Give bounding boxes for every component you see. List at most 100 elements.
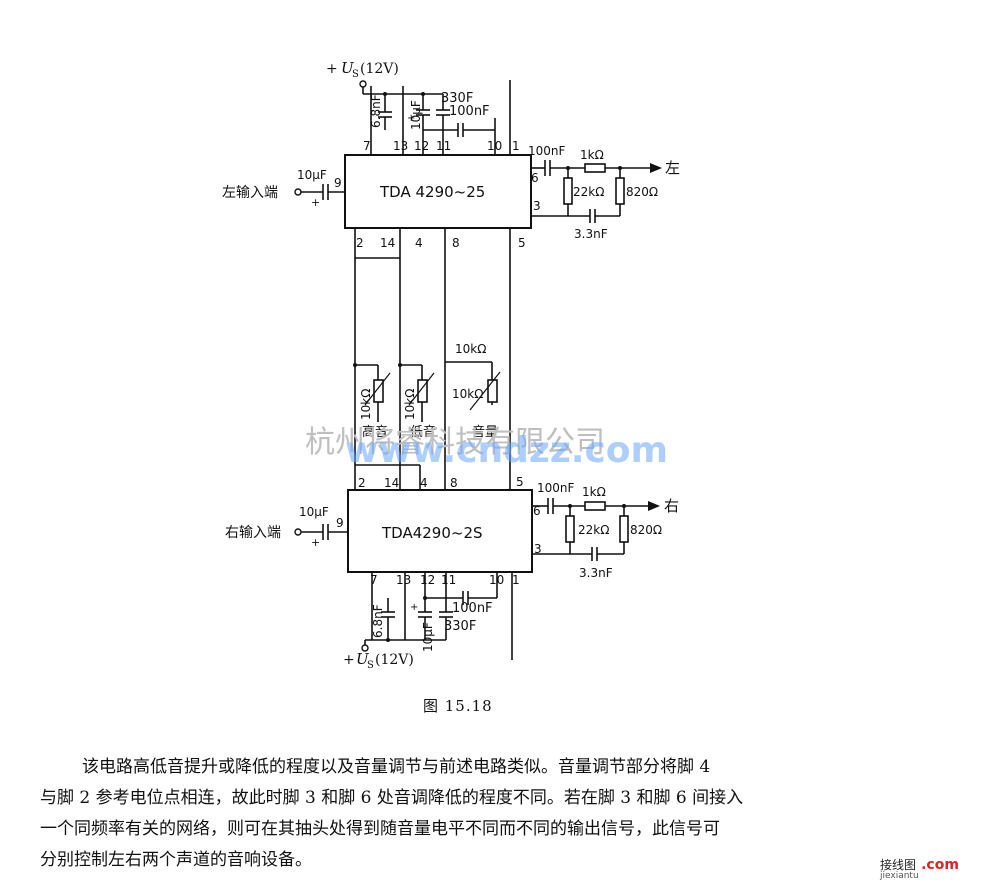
cap-10u-top-plus: + [407,113,415,124]
pin-10-bottom: 10 [489,573,504,587]
left-input-terminal [294,188,302,196]
site-logo-com: .com [921,857,959,873]
pot-volume [487,379,498,403]
top-chip-top-pins [370,80,511,155]
cap-100n-top-label: 100nF [449,104,490,119]
cap-input-right-plus: + [311,536,320,549]
pot-bass-arrow [408,372,435,406]
r-1k-left-label: 1kΩ [580,148,604,162]
r-22k-left-label: 22kΩ [573,185,604,199]
supply-label-bottom-plus: + [343,652,355,668]
pin-12-top: 12 [414,139,429,153]
left-input-label: 左输入端 [222,185,278,201]
r-22k-right-label: 22kΩ [578,523,609,537]
supply-label-bottom-s: S [367,660,374,671]
watermark-site: www.cndzz.com [345,430,668,471]
pin-10-top: 10 [487,139,502,153]
pin-13-top: 13 [393,139,408,153]
cap-68n-top-label: 6.8nF [369,94,383,128]
output-left-label: 左 [665,159,680,177]
watermark-company: 杭州将睿科技有限公司 [305,425,605,460]
site-logo-text: 接线图 [880,858,917,872]
pin-4-bottom: 4 [420,476,428,490]
pin-8-bottom: 8 [450,476,458,490]
label-volume: 音量 [472,424,498,440]
cap-input-left-plus: + [311,196,320,209]
pin-11-bottom: 11 [441,573,456,587]
cap-10u-top [416,94,430,118]
cap-10u-bottom-plus: + [410,602,418,613]
paragraph-line-1: 该电路高低音提升或降低的程度以及音量调节与前述电路类似。音量调节部分将脚 4 [82,757,711,777]
pin-14-bottom: 14 [384,476,399,490]
pin-6-top: 6 [531,171,539,185]
pin-8-top: 8 [452,236,460,250]
supply-terminal-bottom [361,644,369,652]
pin-6-bottom: 6 [533,504,541,518]
label-bass: 低音 [410,424,436,440]
site-logo: 接线图 .com jiexiantu [880,856,959,881]
r-820-right-label: 820Ω [630,523,662,537]
cap-68n-bottom [381,598,395,640]
supply-label-top-plus: + [326,61,338,77]
pin-5-bottom: 5 [516,475,524,489]
cap-100n-bottom [425,591,497,605]
site-logo-sub: jiexiantu [880,871,919,881]
pin-1-top: 1 [512,139,520,153]
ic-bottom-label: TDA4290~2S [381,524,483,542]
pin-1-bottom: 1 [512,573,520,587]
cap-input-left-label: 10μF [297,168,327,182]
pin-9-top: 9 [334,176,342,190]
bottom-chip-bottom-pins [371,572,513,660]
pin-3-top: 3 [533,199,541,213]
pin-11-top: 11 [436,139,451,153]
pin-7-bottom: 7 [370,573,378,587]
pin-2-bottom: 2 [358,476,366,490]
circuit-schematic: TDA 4290~25 7 13 12 11 10 1 + U S (12V) [222,59,680,671]
cap-33n-left-label: 3.3nF [574,227,608,241]
pin-12-bottom: 12 [420,573,435,587]
ic-bottom [347,489,533,573]
cap-68n-top [378,94,392,130]
cap-out-left-label: 100nF [528,144,566,158]
right-input-terminal [294,528,302,536]
supply-label-bottom-v: (12V) [375,652,414,668]
pin-3-bottom: 3 [534,542,542,556]
pin-4-top: 4 [415,236,423,250]
r-10k-bass-label: 10kΩ [403,389,417,420]
ic-top [344,154,532,229]
cap-330-top [436,94,450,130]
cap-input-right-label: 10μF [299,505,329,519]
cap-330-bottom [439,598,453,640]
r-10k-volume-top-label: 10kΩ [455,342,486,356]
pin-2-top: 2 [356,236,364,250]
output-right-label: 右 [664,497,679,515]
ic-top-label: TDA 4290~25 [379,183,485,201]
pin-5-top: 5 [518,236,526,250]
cap-10u-bottom [418,598,432,640]
cap-10u-top-label: 10μF [409,100,423,130]
r-10k-volume-label: 10kΩ [452,387,483,401]
cap-input-left [301,184,345,200]
supply-terminal-top [359,80,367,88]
cap-330-top-label: 330F [441,91,473,106]
figure-caption: 图 15.18 [423,697,493,715]
cap-out-right-label: 100nF [537,481,575,495]
pot-treble [355,364,384,422]
cap-input-right [301,524,348,540]
cap-33n-right-label: 3.3nF [579,566,613,580]
cap-68n-bottom-label: 6.8nF [371,604,385,638]
supply-label-top-v: (12V) [360,61,399,77]
right-input-label: 右输入端 [225,525,281,541]
junction-dots [353,92,626,642]
supply-label-bottom-u: U [356,650,370,668]
arrow-left-out [650,163,662,173]
pin-7-top: 7 [363,139,371,153]
arrow-right-out [648,501,660,511]
cap-10u-bottom-label: 10μF [421,622,435,652]
cap-330-bottom-label: 330F [444,619,476,634]
pin-13-bottom: 13 [396,573,411,587]
label-treble: 高音 [362,424,388,440]
r-820-left-label: 820Ω [626,185,658,199]
paragraph-line-2: 与脚 2 参考电位点相连，故此时脚 3 和脚 6 处音调降低的程度不同。若在脚 … [40,788,744,808]
paragraph-line-3: 一个同频率有关的网络，则可在其抽头处得到随音量电平不同而不同的输出信号，此信号可 [40,819,720,839]
